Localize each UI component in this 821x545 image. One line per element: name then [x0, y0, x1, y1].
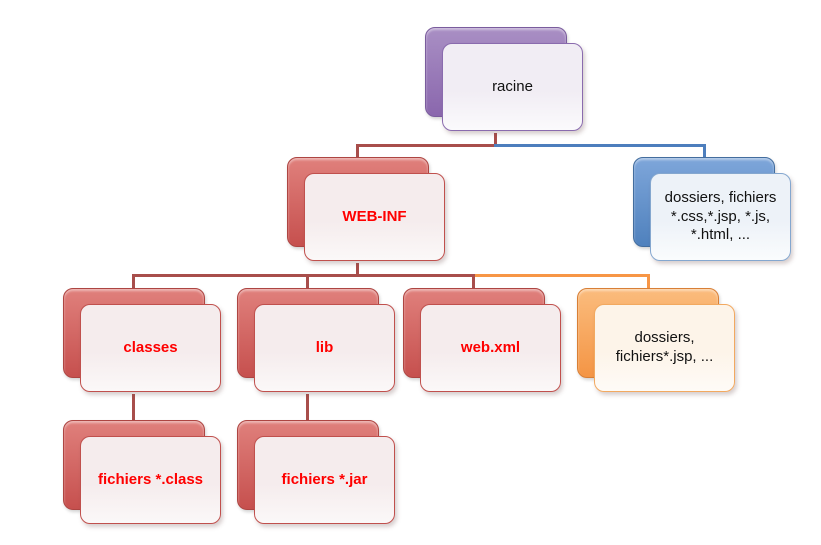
node-static-files-front-shape: dossiers, fichiers *.css,*.jsp, *.js, *.… [650, 173, 791, 261]
node-classes-front-shape: classes [80, 304, 221, 392]
node-racine-front-shape: racine [442, 43, 583, 131]
node-classes-label: classes [123, 338, 178, 356]
node-web-xml-front-shape: web.xml [420, 304, 561, 392]
connector-webxml-rise [472, 274, 475, 289]
node-class-files: fichiers *.class [63, 420, 223, 526]
node-web-xml-label: web.xml [460, 338, 521, 356]
node-web-xml: web.xml [403, 288, 563, 394]
node-jar-files-label: fichiers *.jar [281, 470, 368, 488]
connector-racine-static-h [494, 144, 706, 147]
node-web-inf-label: WEB-INF [342, 207, 407, 225]
node-jsp-files: dossiers, fichiers*.jsp, ... [577, 288, 737, 394]
node-static-files: dossiers, fichiers *.css,*.jsp, *.js, *.… [633, 157, 793, 263]
node-racine-label: racine [492, 77, 533, 95]
node-web-inf-front-shape: WEB-INF [304, 173, 445, 261]
connector-lib-jarfiles [306, 394, 309, 421]
connector-webinf-children-h [132, 274, 475, 277]
connector-classes-rise [132, 274, 135, 289]
node-jar-files: fichiers *.jar [237, 420, 397, 526]
connector-webinf-drop [356, 263, 359, 277]
connector-racine-webinf-h [356, 144, 497, 147]
node-class-files-label: fichiers *.class [97, 470, 204, 488]
node-jsp-files-front-shape: dossiers, fichiers*.jsp, ... [594, 304, 735, 392]
connector-jsp-rise [647, 274, 650, 289]
node-static-files-label: dossiers, fichiers *.css,*.jsp, *.js, *.… [664, 188, 777, 244]
node-jsp-files-label: dossiers, fichiers*.jsp, ... [615, 329, 714, 365]
node-lib: lib [237, 288, 397, 394]
node-class-files-front-shape: fichiers *.class [80, 436, 221, 524]
node-jar-files-front-shape: fichiers *.jar [254, 436, 395, 524]
node-classes: classes [63, 288, 223, 394]
node-lib-front-shape: lib [254, 304, 395, 392]
node-racine: racine [425, 27, 585, 133]
connector-webinf-rise [356, 144, 359, 158]
connector-lib-rise [306, 274, 309, 289]
node-web-inf: WEB-INF [287, 157, 447, 263]
node-lib-label: lib [315, 338, 334, 356]
connector-classes-classfiles [132, 394, 135, 421]
connector-racine-drop [494, 133, 497, 147]
connector-static-rise [703, 144, 706, 158]
connector-webinf-jsp-h [473, 274, 650, 277]
